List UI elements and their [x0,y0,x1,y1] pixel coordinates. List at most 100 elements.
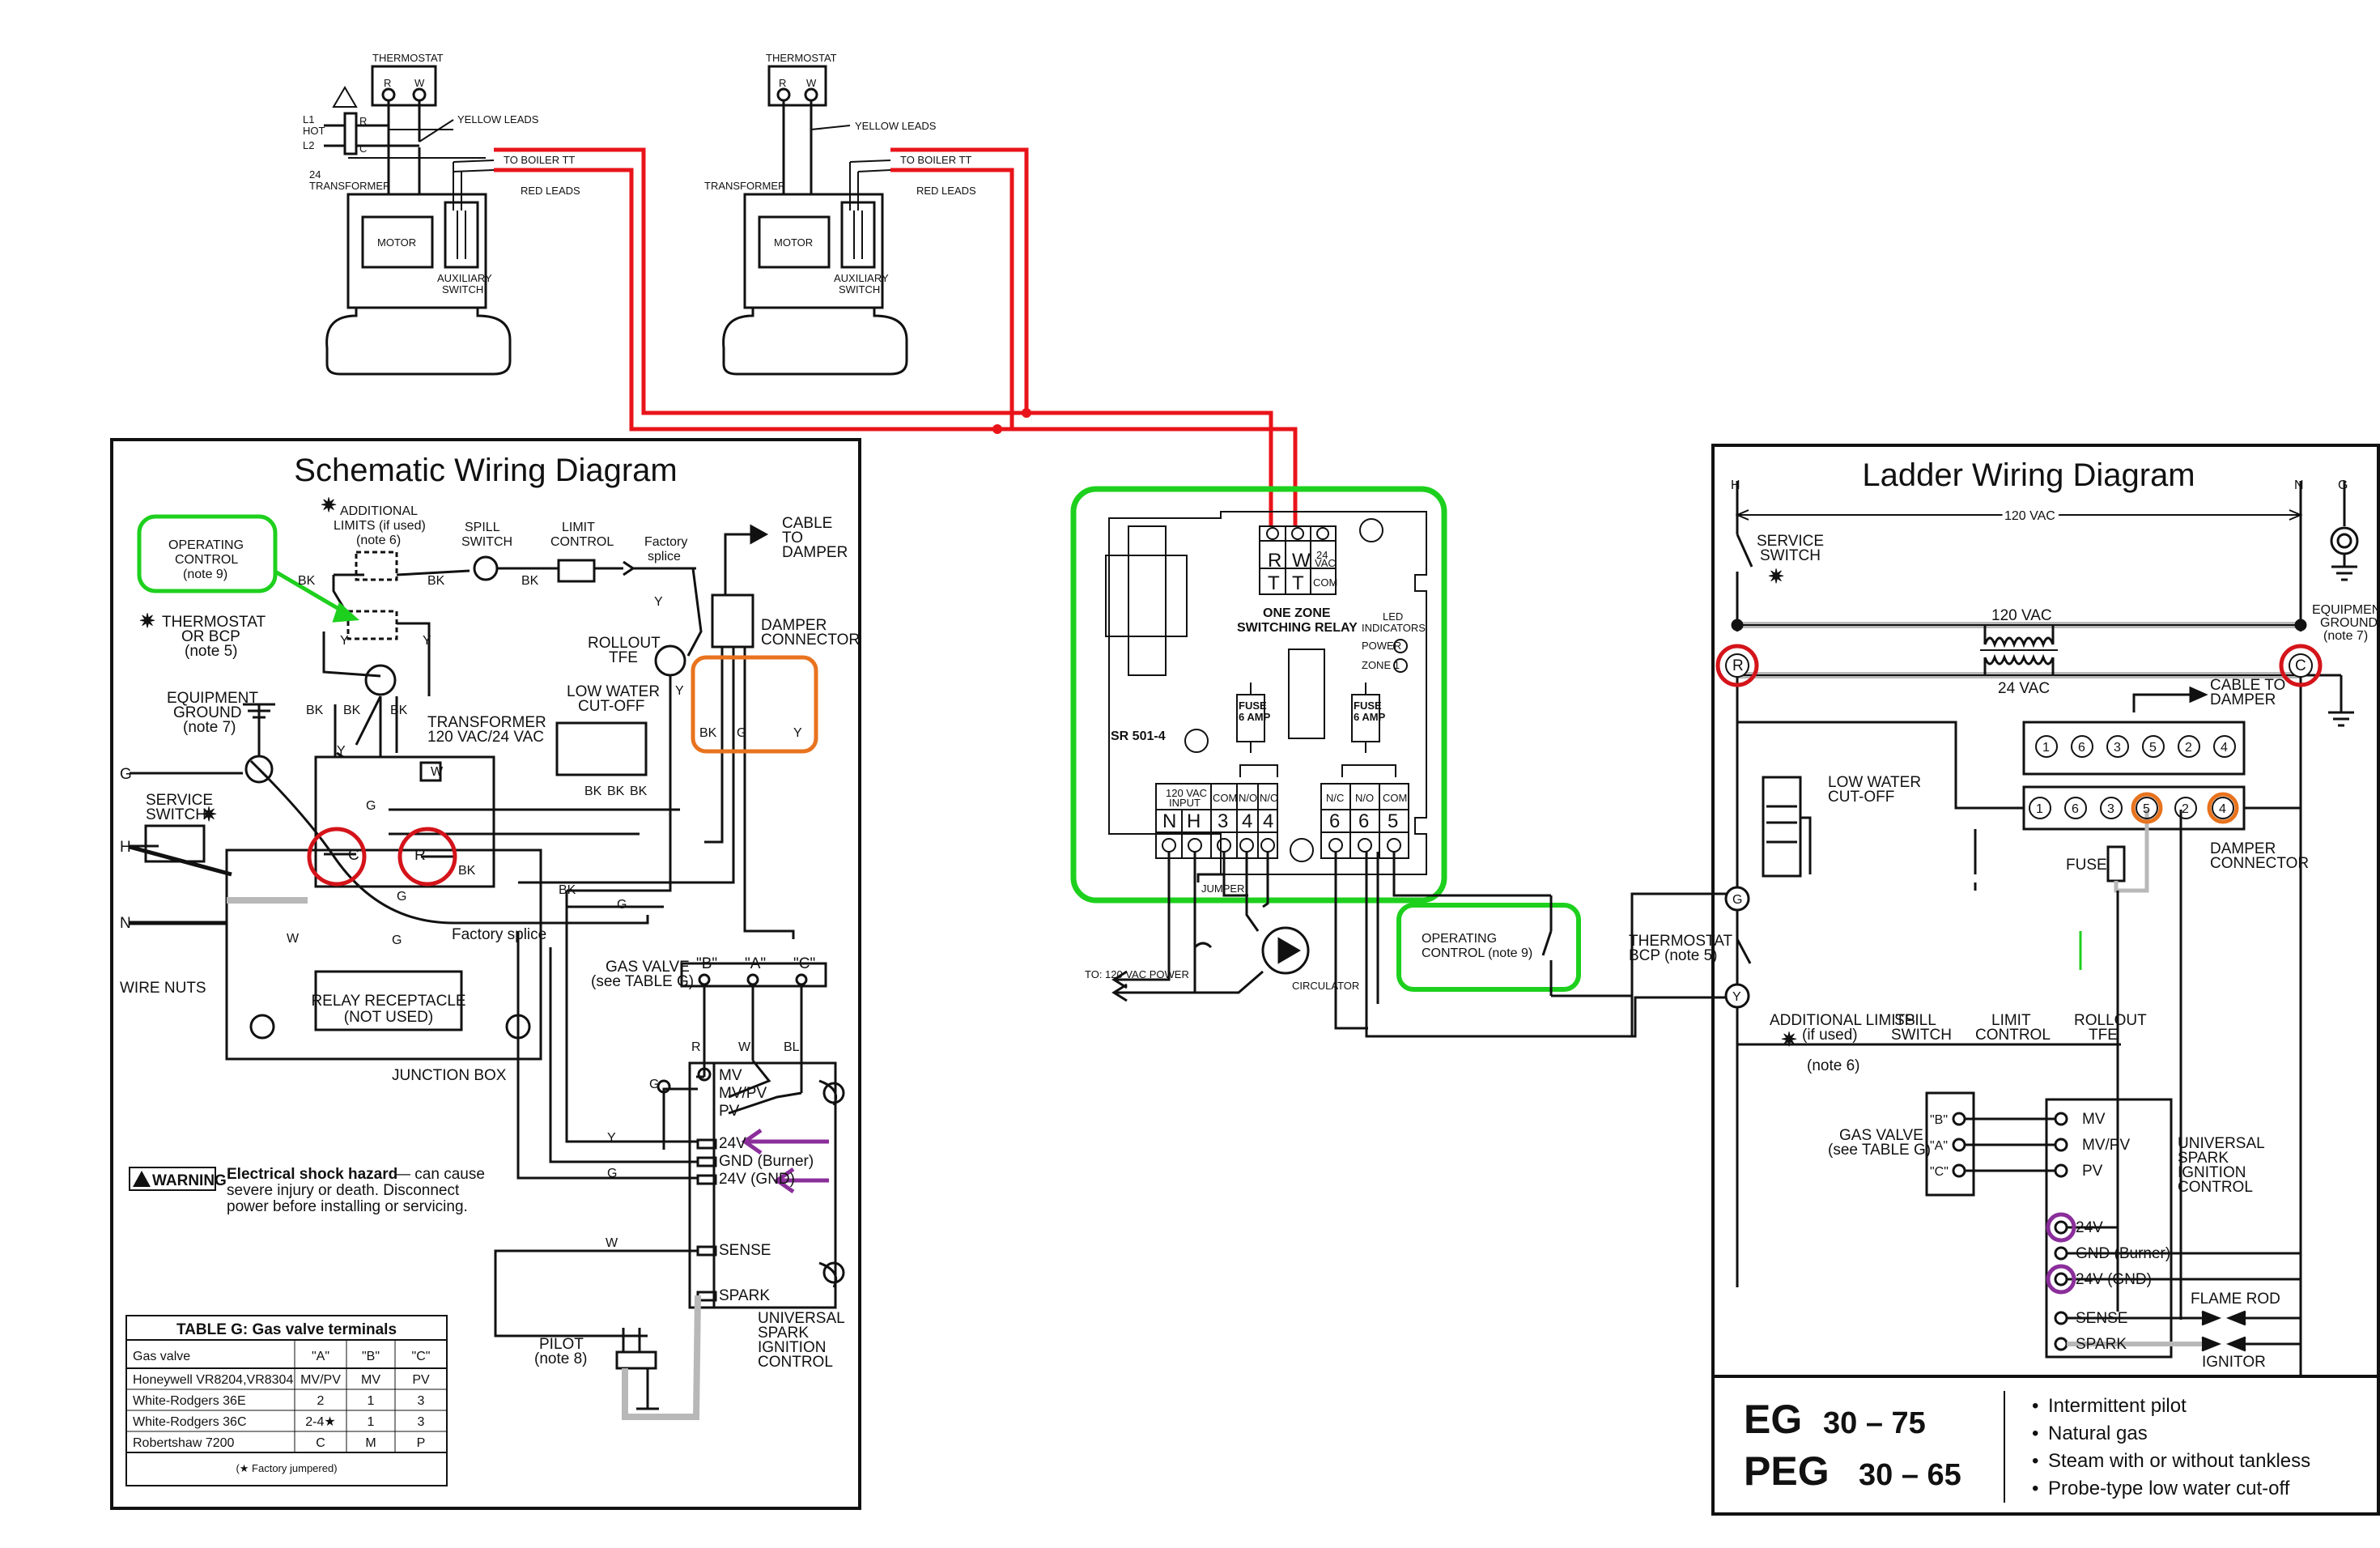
g-wire-2: G [397,890,406,904]
relay-title-1: ONE ZONE [1263,606,1331,620]
relay-com-top: COM [1313,576,1337,589]
bk-wire-8: BK [559,883,576,897]
warning-text-2: severe injury or death. Disconnect [227,1182,460,1199]
zone-valve-right-labels: THERMOSTAT R W YELLOW LEADS TO BOILER TT… [704,52,976,296]
bk-wire-5: BK [343,704,361,717]
factory-splice-label-1: Factory [644,535,687,549]
to-120vac-label: TO: 120 VAC POWER [1085,968,1189,980]
cable-to-damper-label-3: DAMPER [782,544,848,561]
ladder-cable-to-damper-1: CABLE TO [2210,677,2285,694]
ladder-g: G [2338,478,2348,492]
ladder-equipment-ground-1: EQUIPMENT [2312,603,2380,617]
service-switch-star: ✷ [201,804,217,826]
schematic-gray-wire [227,897,701,1420]
ladder-xfmr-24: 24 VAC [1998,680,2050,697]
warning-text-3: power before installing or servicing. [227,1198,468,1215]
ladder-flame-rod: FLAME ROD [2191,1291,2280,1308]
motor-label: MOTOR [774,236,813,249]
low-water-cutoff-label-2: CUT-OFF [578,698,644,715]
relay-24: 24 [1316,549,1328,561]
ladder-service-switch-star: ✷ [1768,566,1784,588]
bottom-term-6b: 6 [1358,810,1369,832]
schematic-frame [110,438,861,1510]
ladder-ignitor: IGNITOR [2202,1354,2266,1371]
thermostat-label: THERMOSTAT [372,52,444,64]
warning-text-1: — can cause [395,1166,485,1183]
table-row-3-valve: White-Rodgers 36C [133,1415,247,1429]
ladder-h: H [1731,478,1740,492]
auxiliary-label: AUXILIARY [834,272,889,284]
ladder-spill-1: SPILL [1894,1012,1936,1029]
ladder-frame [1711,444,2380,1516]
tt-junctions [992,408,1031,434]
w-wire-1: W [431,765,444,779]
ladder-conn-bot-5: 2 [2182,802,2189,816]
ladder-highlights [1715,644,2323,1295]
zone-valve-left [324,65,512,376]
zone-valve-left-labels: THERMOSTAT R W YELLOW LEADS TO BOILER TT… [303,52,580,296]
relay-title-2: SWITCHING RELAY [1237,621,1358,635]
pilot-label-2: (note 8) [534,1350,587,1367]
table-row-4-valve: Robertshaw 7200 [133,1436,235,1450]
limit-control-label-2: CONTROL [550,535,614,549]
damper-bk: BK [699,726,717,740]
ladder-rollout-2: TFE [2089,1027,2118,1044]
g-wire-1: G [366,799,376,813]
y-wire-3: Y [423,634,431,648]
relay-receptacle-label-2: (NOT USED) [344,1009,433,1026]
damper-connector-label-2: CONNECTOR [761,632,860,649]
ladder-c-node [2289,653,2313,678]
g-wire-6: G [649,1078,659,1091]
bottom-right-nc: N/C [1326,792,1344,804]
feature-bullet-3: • [2032,1450,2038,1472]
w-wire-3: W [606,1236,618,1250]
bottom-right-no: N/O [1355,792,1374,804]
yellow-leads-label: YELLOW LEADS [457,113,539,125]
ladder-universal-3: IGNITION [2178,1164,2246,1181]
valve-c-label: "C" [793,955,815,972]
g-label: G [120,766,132,783]
bottom-term-n: N [1162,810,1176,832]
l2-label: L2 [303,139,314,151]
rollout-tfe-label-1: ROLLOUT [588,635,661,652]
ladder-damper-connector-2: CONNECTOR [2210,855,2309,872]
ign-pv: PV [719,1103,740,1120]
model-peg-name: PEG [1744,1448,1830,1494]
spill-switch-label-2: SWITCH [461,535,512,549]
table-g-header-c: "C" [412,1350,431,1363]
thermostat-star: ✷ [139,610,155,632]
ladder-thermostat-1: THERMOSTAT [1629,933,1732,950]
r-terminal-label: R [414,847,426,864]
table-g-title: TABLE G: Gas valve terminals [176,1321,397,1338]
ladder-conn-bot-4: 5 [2143,802,2150,816]
switch-label: SWITCH [839,283,880,296]
ladder-limit-1: LIMIT [1991,1012,2031,1029]
c-terminal-label: C [348,847,359,864]
ladder-fuse-label: FUSE [2066,857,2107,874]
ladder-add-limits-star: ✷ [1781,1029,1797,1051]
connector-4-highlight [2207,792,2239,824]
ladder-title: Ladder Wiring Diagram [1862,457,2195,493]
ladder-conn-top-3: 3 [2114,741,2121,755]
ladder-equipment-ground-2: GROUND [2320,616,2378,630]
spill-switch-label-1: SPILL [465,521,500,534]
relay-term-t2: T [1292,572,1304,594]
ladder-gas-valve-1: GAS VALVE [1839,1127,1923,1144]
fuse-left-label-1: FUSE [1239,700,1267,712]
ladder-r-label: R [1732,657,1744,674]
feature-bullet-4: • [2032,1478,2038,1499]
equipment-ground-label-1: EQUIPMENT [167,690,258,707]
ladder-conn-bot-3: 3 [2107,802,2114,816]
ladder-spill-2: SWITCH [1891,1027,1952,1044]
ladder-lwco-2: CUT-OFF [1828,789,1894,806]
valve-a-label: "A" [745,955,766,972]
warning-badge-label: WARNING [152,1172,227,1189]
valve-b-label: "B" [696,955,717,972]
bl-wire-label: BL [784,1040,800,1054]
switching-relay: R W T T 24 VAC COM ONE ZONE SWITCHING RE… [1070,486,1737,1038]
led-label-2: INDICATORS [1362,622,1426,634]
low-water-cutoff-label-1: LOW WATER [567,683,660,700]
operating-control-ladder-box: OPERATING CONTROL (note 9) [1396,895,1634,1004]
schematic-title: Schematic Wiring Diagram [294,453,677,488]
y-wire-4: Y [654,595,663,609]
